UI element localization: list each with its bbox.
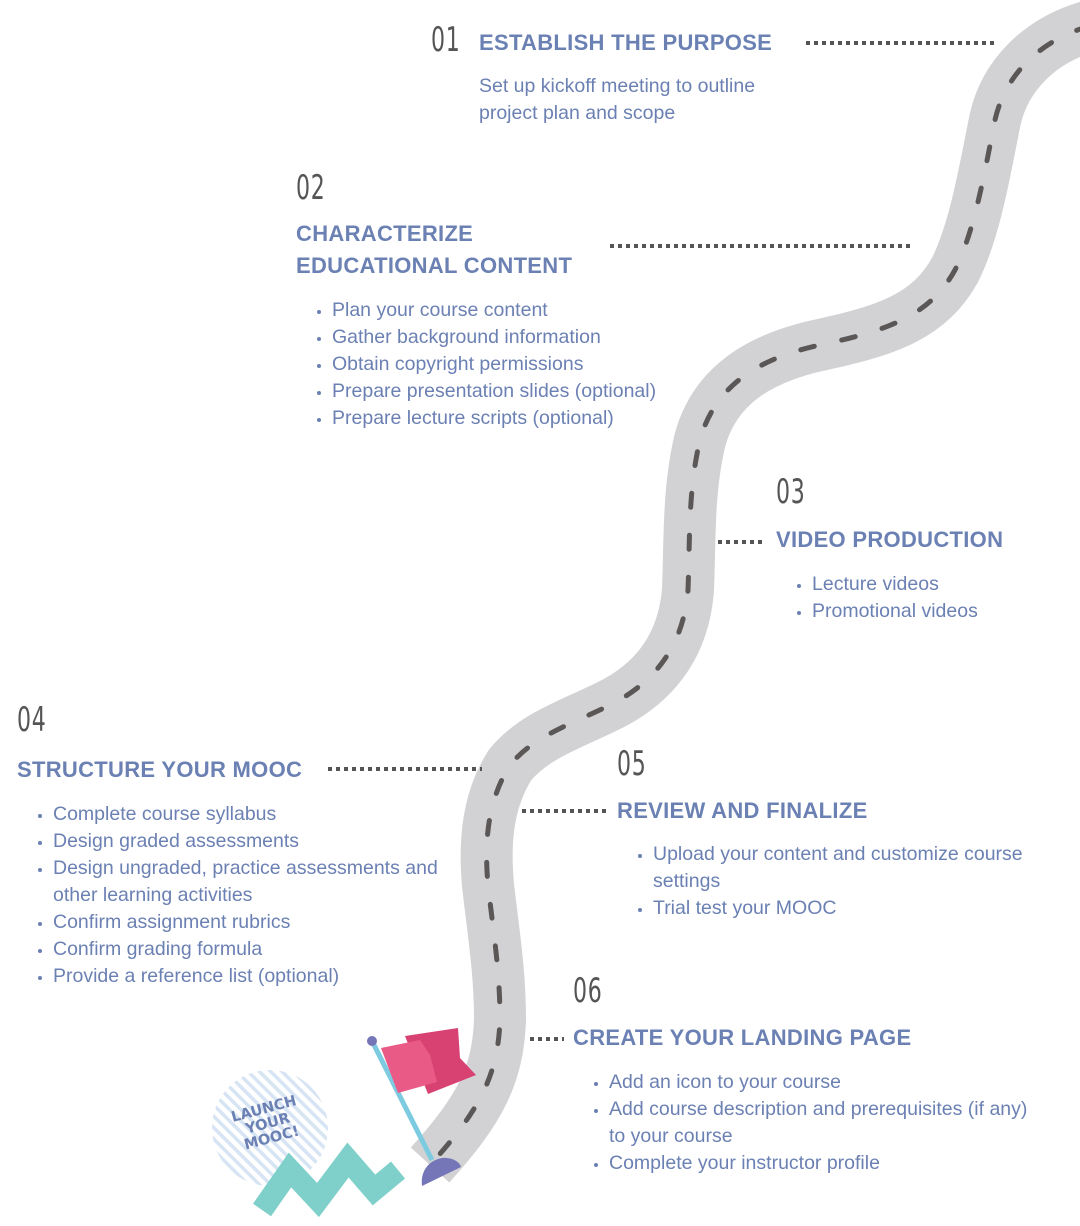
list-item: Plan your course content (332, 297, 752, 324)
list-item: Prepare presentation slides (optional) (332, 378, 752, 405)
list-item: Add an icon to your course (609, 1069, 1039, 1096)
list-item: Design ungraded, practice assessments an… (53, 855, 453, 909)
list-item: Lecture videos (812, 571, 1080, 598)
step-description: Set up kickoff meeting to outline projec… (479, 75, 756, 124)
step-item-list: Lecture videos Promotional videos (776, 571, 1080, 625)
list-item: Confirm assignment rubrics (53, 909, 453, 936)
list-item: Promotional videos (812, 598, 1080, 625)
step-number: 03 (776, 472, 806, 512)
list-item: Design graded assessments (53, 828, 453, 855)
step-number: 04 (17, 700, 47, 740)
list-item: Complete your instructor profile (609, 1150, 1039, 1177)
step-title: VIDEO PRODUCTION (776, 527, 1004, 552)
connector-line-03 (718, 540, 766, 544)
step-item-list: Complete course syllabus Design graded a… (17, 801, 453, 990)
step-title: ESTABLISH THE PURPOSE (479, 30, 773, 55)
connector-line-04 (328, 767, 482, 771)
list-item: Confirm grading formula (53, 936, 453, 963)
list-item: Provide a reference list (optional) (53, 963, 453, 990)
step-item-list: Add an icon to your course Add course de… (573, 1069, 1039, 1177)
list-item: Upload your content and customize course… (653, 841, 1023, 895)
step-number: 05 (617, 744, 647, 784)
step-title: CREATE YOUR LANDING PAGE (573, 1025, 912, 1050)
step-title-line2: EDUCATIONAL CONTENT (296, 253, 573, 278)
step-title: STRUCTURE YOUR MOOC (17, 757, 303, 782)
flag-pole-top (367, 1036, 377, 1046)
list-item: Complete course syllabus (53, 801, 453, 828)
list-item: Prepare lecture scripts (optional) (332, 405, 752, 432)
step-number: 01 (431, 20, 461, 60)
road (410, 1, 1080, 1183)
list-item: Trial test your MOOC (653, 895, 1023, 922)
list-item: Gather background information (332, 324, 752, 351)
step-title: REVIEW AND FINALIZE (617, 798, 868, 823)
connector-line-06 (530, 1037, 564, 1041)
list-item: Obtain copyright permissions (332, 351, 752, 378)
step-item-list: Upload your content and customize course… (617, 841, 1023, 922)
step-title-line1: CHARACTERIZE (296, 221, 474, 246)
connector-line-02 (610, 244, 910, 248)
connector-line-01 (806, 41, 998, 45)
step-number: 02 (296, 168, 326, 208)
connector-line-05 (522, 809, 608, 813)
launch-badge-circle (212, 1070, 328, 1186)
step-item-list: Plan your course content Gather backgrou… (296, 297, 752, 432)
flag-base (421, 1157, 461, 1186)
flag-pole (369, 1039, 435, 1162)
flag-front (381, 1040, 437, 1093)
zigzag-decoration (252, 1142, 406, 1218)
step-number: 06 (573, 971, 603, 1011)
list-item: Add course description and prerequisites… (609, 1096, 1039, 1150)
